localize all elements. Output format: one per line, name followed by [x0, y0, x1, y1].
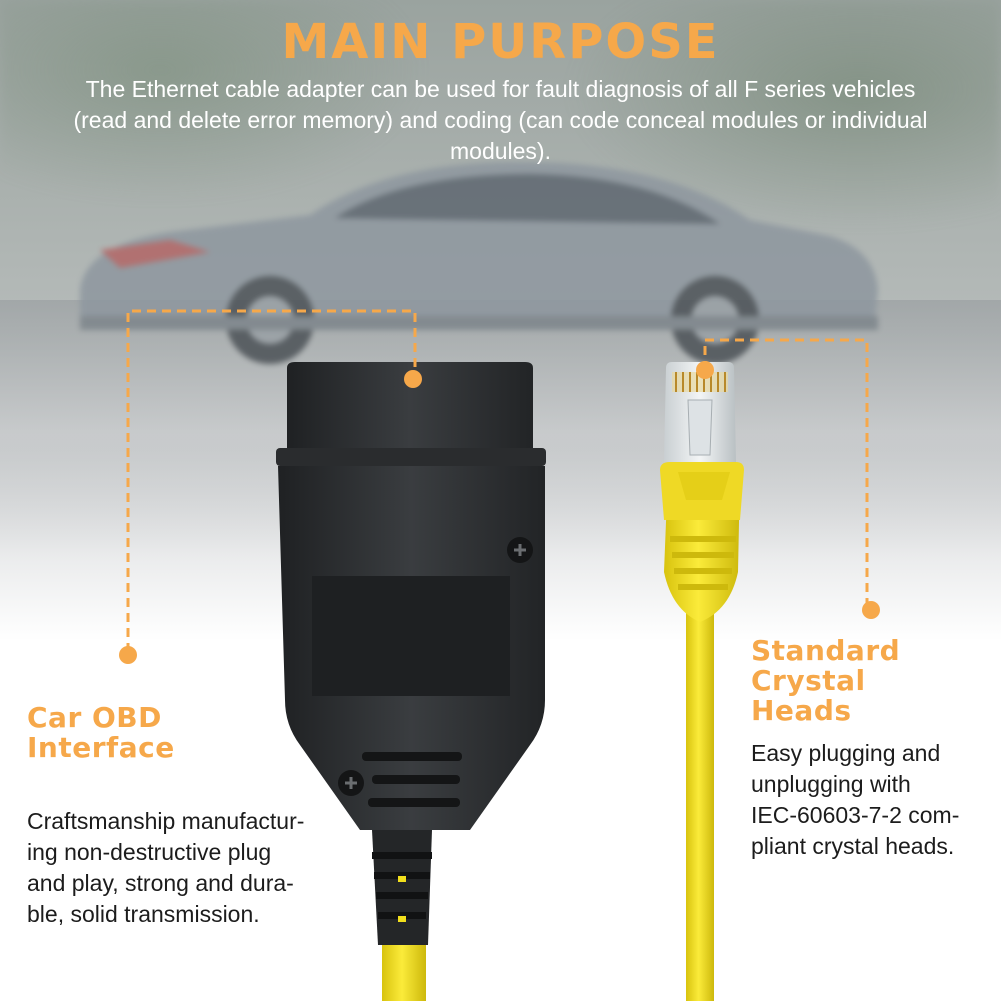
rj45-heading-line: Crystal: [751, 664, 866, 697]
rj45-description-line: IEC-60603-7-2 com-: [751, 802, 960, 828]
obd-connector: [276, 362, 546, 945]
rj45-callout: [703, 338, 869, 607]
obd-description-line: ing non-destructive plug: [27, 839, 272, 865]
rj45-cable: [686, 610, 714, 1001]
rj45-heading-line: Heads: [751, 694, 852, 727]
rj45-description-line: Easy plugging and: [751, 740, 941, 766]
page-title: MAIN PURPOSE: [281, 14, 720, 70]
obd-heading-line: Car OBD: [27, 701, 162, 734]
obd-description-line: Craftsmanship manufactur-: [27, 808, 305, 834]
rj45-description-line: pliant crystal heads.: [751, 833, 955, 859]
obd-callout-dot-top: [404, 370, 422, 388]
rj45-feature-heading: Standard Crystal Heads: [751, 636, 900, 726]
rj45-callout-dot-top: [696, 361, 714, 379]
rj45-callout-dot-bottom: [862, 601, 880, 619]
intro-text: The Ethernet cable adapter can be used f…: [73, 76, 928, 164]
obd-description-line: ble, solid transmission.: [27, 901, 260, 927]
rj45-plug: [660, 362, 744, 622]
rj45-feature-description: Easy plugging and unplugging with IEC-60…: [751, 738, 959, 862]
obd-description-line: and play, strong and dura-: [27, 870, 294, 896]
obd-callout: [126, 309, 417, 652]
obd-feature-heading: Car OBD Interface: [27, 703, 175, 763]
rj45-description-line: unplugging with: [751, 771, 911, 797]
obd-feature-description: Craftsmanship manufactur- ing non-destru…: [27, 806, 304, 930]
rj45-heading-line: Standard: [751, 634, 901, 667]
obd-callout-dot-bottom: [119, 646, 137, 664]
obd-heading-line: Interface: [27, 731, 175, 764]
background-car-image: [80, 161, 878, 364]
